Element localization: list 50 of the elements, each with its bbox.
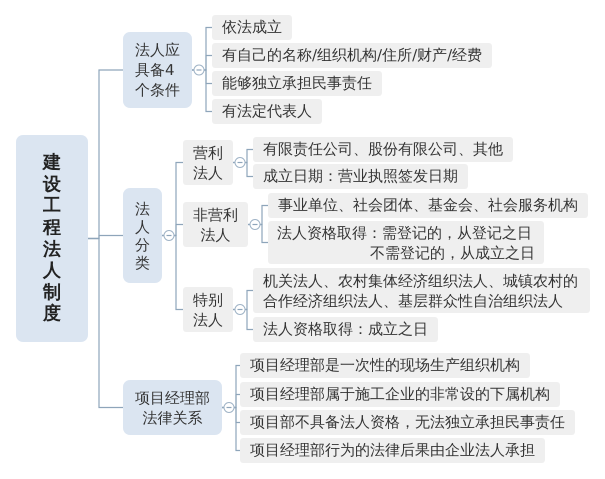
leaf-topic bbox=[212, 71, 382, 96]
leaf-topic bbox=[253, 268, 590, 313]
topic-label: 机关法人、农村集体经济组织法人、城镇农村的合作经济组织法人、基层群众性自治组织法人 bbox=[263, 270, 579, 310]
connector-line bbox=[88, 238, 123, 408]
topic-label: 能够独立承担民事责任 bbox=[222, 73, 372, 94]
main-topic bbox=[123, 32, 192, 108]
connector-line bbox=[248, 224, 268, 244]
topic-label: 项目经理部行为的法律后果由企业法人承担 bbox=[250, 440, 535, 461]
leaf-topic bbox=[212, 99, 322, 124]
topic-label: 特别法人 bbox=[193, 290, 223, 330]
leaf-topic bbox=[240, 382, 560, 407]
topic-label: 法人分类 bbox=[135, 200, 150, 272]
connector-line bbox=[162, 234, 183, 310]
topic-label: 营利法人 bbox=[193, 142, 223, 182]
connector-line bbox=[192, 69, 212, 112]
leaf-topic bbox=[253, 317, 438, 342]
leaf-topic bbox=[253, 164, 468, 189]
subtopic bbox=[183, 287, 233, 332]
topic-label: 项目经理部是一次性的现场生产组织机构 bbox=[250, 355, 520, 376]
subtopic bbox=[183, 140, 233, 185]
subtopic bbox=[183, 202, 248, 247]
leaf-topic bbox=[212, 15, 292, 40]
leaf-topic bbox=[268, 193, 588, 218]
connector-line bbox=[222, 406, 240, 452]
main-topic bbox=[123, 380, 222, 435]
main-topic bbox=[123, 188, 162, 283]
topic-label: 项目部不具备法人资格，无法独立承担民事责任 bbox=[250, 412, 565, 433]
leaf-topic bbox=[212, 43, 492, 68]
topic-label: 有自己的名称/组织机构/住所/财产/经费 bbox=[222, 45, 482, 66]
topic-label: 有限责任公司、股份有限公司、其他 bbox=[263, 139, 503, 160]
topic-label: 不需登记的，从成立之日 bbox=[369, 242, 535, 262]
topic-label: 建设工程法人制度 bbox=[43, 152, 61, 325]
leaf-topic bbox=[240, 410, 575, 435]
topic-label: 非营利法人 bbox=[193, 204, 238, 244]
leaf-topic bbox=[240, 438, 545, 463]
connector-line bbox=[233, 308, 253, 330]
topic-label: 法人资格取得：成立之日 bbox=[263, 319, 428, 340]
root-topic bbox=[16, 135, 88, 342]
leaf-topic bbox=[268, 221, 544, 264]
topic-label: 依法成立 bbox=[222, 17, 282, 38]
topic-label: 事业单位、社会团体、基金会、社会服务机构 bbox=[278, 195, 578, 216]
topic-label: 有法定代表人 bbox=[222, 101, 312, 122]
topic-label: 法人资格取得：需登记的，从登记之日 bbox=[277, 222, 533, 242]
topic-label: 法人应具备4个条件 bbox=[135, 40, 180, 100]
connector-line bbox=[233, 162, 253, 178]
leaf-topic bbox=[240, 353, 530, 378]
topic-label: 项目经理部属于施工企业的非常设的下属机构 bbox=[250, 384, 550, 405]
topic-label: 项目经理部法律关系 bbox=[135, 388, 210, 428]
leaf-topic bbox=[253, 137, 513, 162]
topic-label: 成立日期：营业执照签发日期 bbox=[263, 166, 458, 187]
